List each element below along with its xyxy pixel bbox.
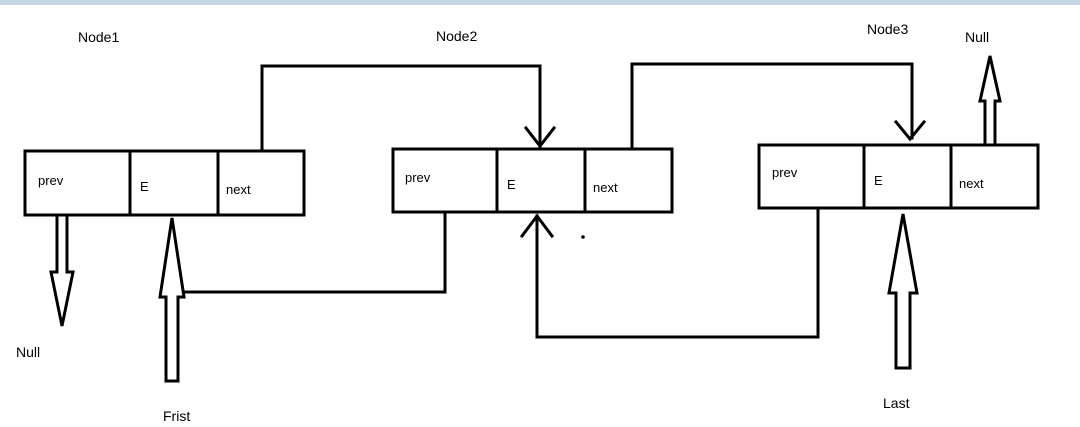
arrow-node1-next-to-node2 (260, 64, 557, 153)
node2-prev-cell: prev (405, 170, 431, 185)
node2-next-cell: next (593, 180, 618, 195)
node3-elem-cell: E (874, 173, 883, 188)
node2-elem-cell: E (507, 177, 516, 192)
null-label-left: Null (16, 344, 40, 360)
node3-label: Node3 (867, 21, 908, 37)
arrow-node1-prev-to-null (49, 216, 75, 327)
node1-elem-cell: E (140, 179, 149, 194)
node3-prev-cell: prev (772, 165, 798, 180)
node1-box (23, 149, 306, 217)
top-border-strip (0, 0, 1080, 5)
node1-next-cell: next (226, 182, 251, 197)
last-pointer-label: Last (883, 395, 910, 411)
null-label-right: Null (965, 29, 989, 45)
arrow-node3-prev-to-node2 (519, 206, 820, 339)
arrow-first-pointer (158, 217, 186, 383)
arrow-last-pointer (887, 213, 919, 370)
node3-next-cell: next (959, 176, 984, 191)
arrow-node3-next-to-null (978, 55, 1002, 146)
node3-box (757, 143, 1040, 210)
node1-prev-cell: prev (38, 173, 64, 188)
node2-label: Node2 (436, 28, 477, 44)
node2-box (391, 147, 674, 214)
stray-dot (581, 235, 585, 239)
node1-label: Node1 (78, 29, 119, 45)
arrow-node2-prev-to-node1 (183, 210, 447, 294)
arrow-node2-next-to-node3 (630, 62, 927, 151)
first-pointer-label: Frist (163, 408, 190, 424)
